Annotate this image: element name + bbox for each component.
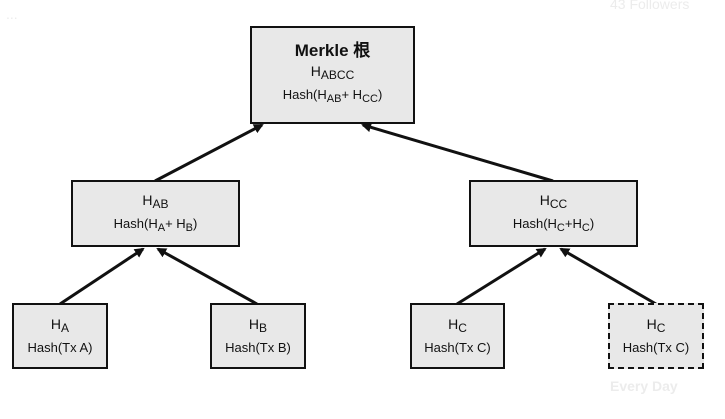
edge-leaf-c-dup-to-hcc xyxy=(559,247,657,306)
hcc-node: HCC Hash(HC+HC) xyxy=(469,180,638,247)
leaf-c-dup-formula: Hash(Tx C) xyxy=(622,340,690,355)
hab-formula: Hash(HA+ HB) xyxy=(113,215,198,234)
root-title: Merkle 根 xyxy=(294,41,371,60)
leaf-c-node: HC Hash(Tx C) xyxy=(410,303,505,369)
leaf-a-node: HA Hash(Tx A) xyxy=(12,303,108,369)
edge-hab-to-root xyxy=(154,123,264,183)
edge-leaf-b-to-hab xyxy=(156,247,258,306)
hab-node: HAB Hash(HA+ HB) xyxy=(71,180,240,247)
hab-hash-name: HAB xyxy=(142,191,169,211)
leaf-b-formula: Hash(Tx B) xyxy=(225,340,291,355)
leaf-c-formula: Hash(Tx C) xyxy=(424,340,491,355)
leaf-c-dup-hash-name: HC xyxy=(646,316,666,335)
faded-followers-text: 43 Followers xyxy=(610,0,690,12)
leaf-b-node: HB Hash(Tx B) xyxy=(210,303,306,369)
hcc-formula: Hash(HC+HC) xyxy=(512,215,595,234)
edge-hcc-to-root xyxy=(361,122,554,183)
faded-background-text: ... xyxy=(6,6,18,22)
leaf-c-duplicate-node: HC Hash(Tx C) xyxy=(608,303,704,369)
faded-every-day-text: Every Day xyxy=(610,378,678,394)
edge-leaf-a-to-hab xyxy=(59,247,145,306)
merkle-root-node: Merkle 根 HABCC Hash(HAB+ HCC) xyxy=(250,26,415,124)
root-hash-name: HABCC xyxy=(310,63,355,82)
leaf-a-formula: Hash(Tx A) xyxy=(27,340,93,355)
hcc-hash-name: HCC xyxy=(539,191,568,211)
root-formula: Hash(HAB+ HCC) xyxy=(282,87,383,105)
edge-leaf-c-to-hcc xyxy=(456,247,547,306)
leaf-a-hash-name: HA xyxy=(50,316,70,335)
leaf-c-hash-name: HC xyxy=(448,316,467,335)
leaf-b-hash-name: HB xyxy=(248,316,268,335)
